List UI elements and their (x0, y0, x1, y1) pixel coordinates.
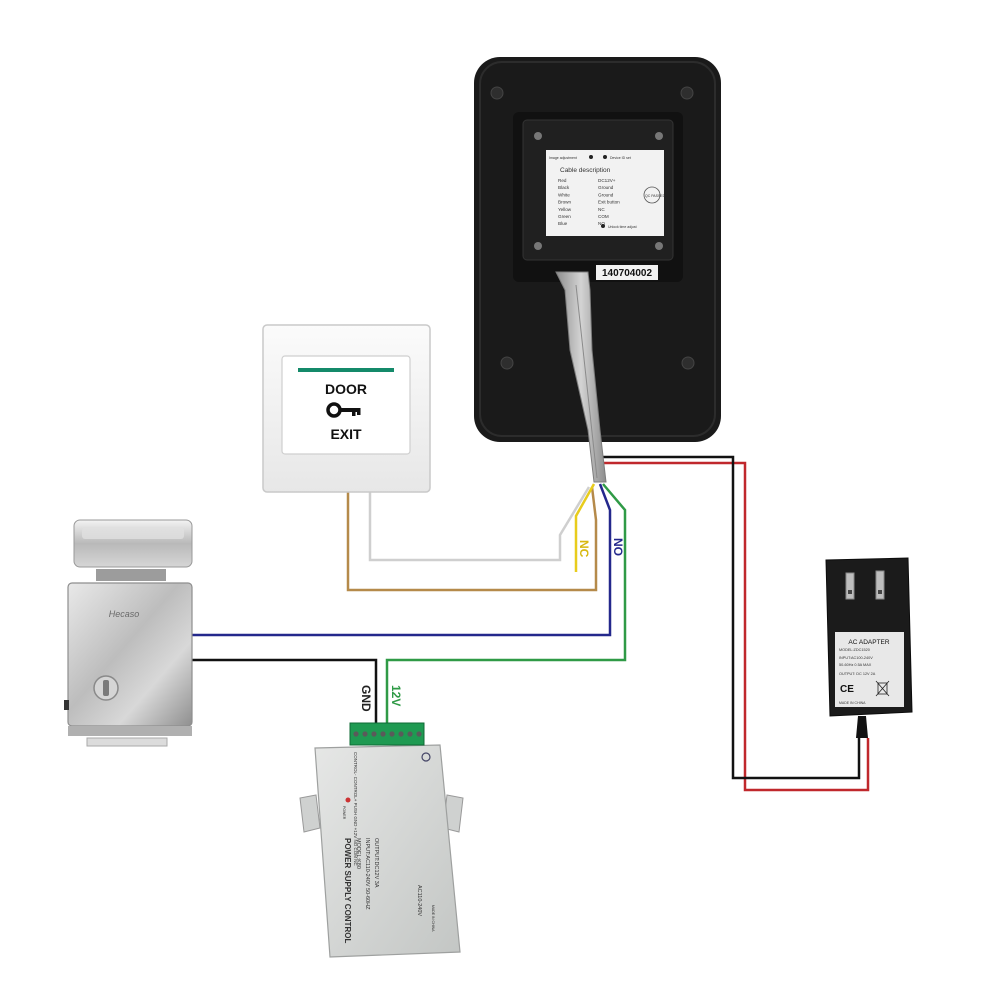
sticker-row-function: Exit button (598, 200, 620, 205)
sticker-row-function: NC (598, 207, 605, 212)
recycle-bin-icon (875, 680, 890, 697)
sticker-title: Cable description (560, 167, 611, 174)
psu-input: INPUT:AC110-240V 50-60HZ (364, 838, 370, 910)
cable-bundle (555, 271, 607, 483)
adapter-title: AC ADAPTER (848, 639, 889, 646)
wire-black (603, 455, 861, 780)
sticker-row-color: Red (558, 178, 567, 183)
power-supply: CONTROL- CONTROL+ PUSH GND +12V NO COM N… (299, 722, 464, 958)
wire-red (603, 461, 870, 792)
screw-hole (490, 86, 504, 100)
psu-logo-icon (421, 752, 431, 762)
wire-blue-no (190, 483, 612, 637)
psu-title: POWER SUPPLY CONTROL (343, 838, 352, 943)
sticker-row-color: Green (558, 214, 571, 219)
cable-description-sticker: Image adjustment Device ID set Cable des… (546, 150, 666, 236)
sticker-row-function: Ground (598, 185, 614, 190)
ac-adapter: AC ADAPTER MODEL:ZDC1520 INPUT:AC100-240… (825, 557, 913, 738)
sticker-row-function: Ground (598, 192, 614, 197)
psu-power-led: POWER (342, 806, 346, 820)
power-led-icon (345, 797, 351, 803)
label-nc: NC (577, 540, 591, 558)
wire-white (368, 486, 591, 562)
sticker-row-color: Black (558, 185, 570, 190)
wire-green (385, 483, 627, 725)
exit-button-door-label: DOOR (325, 381, 367, 397)
keypad-unit: Image adjustment Device ID set Cable des… (474, 57, 721, 483)
key-icon (326, 402, 361, 418)
psu-terminals: CONTROL- CONTROL+ PUSH GND +12V NO COM N… (353, 752, 358, 867)
psu-model: MODEL:K80 (355, 838, 361, 869)
psu-side-voltage: AC110-240V (416, 885, 422, 916)
psu-output: OUTPUT:DC12V 3A (373, 838, 379, 888)
serial-number: 140704002 (602, 268, 652, 279)
adapter-freq: 50-60Hz 0.5A MAX (839, 663, 872, 667)
label-gnd: GND (359, 685, 373, 712)
sticker-row-function: NO (598, 221, 605, 226)
terminal-block (349, 722, 425, 746)
exit-button-exit-label: EXIT (330, 426, 362, 442)
screw-hole (681, 356, 695, 370)
wire-black-gnd (190, 658, 378, 725)
sticker-row-color: Yellow (558, 207, 572, 212)
wire-yellow-nc (574, 483, 596, 572)
sticker-qc: QC PASSED (645, 194, 666, 198)
sticker-row-function: COM (598, 214, 609, 219)
label-no: NO (611, 538, 625, 556)
lock-brand: Hecaso (109, 609, 140, 619)
sticker-row-color: Brown (558, 200, 571, 205)
wire-brown (346, 486, 598, 592)
sticker-footer: Unlock time adjust (608, 225, 637, 229)
screw-hole (680, 86, 694, 100)
electric-lock: Hecaso (64, 519, 193, 747)
psu-made: MADE IN CHINA (431, 905, 435, 932)
sticker-header-right: Device ID set (610, 156, 631, 160)
adapter-made: MADE IN CHINA (839, 701, 866, 705)
sticker-row-color: White (558, 192, 570, 197)
sticker-row-color: Blue (558, 221, 568, 226)
sticker-row-function: DC12V+ (598, 178, 616, 183)
adapter-input: INPUT:AC100-240V (839, 656, 873, 660)
screw-hole (500, 356, 514, 370)
label-12v: 12V (389, 685, 403, 706)
adapter-model: MODEL:ZDC1520 (839, 648, 870, 652)
sticker-header-left: Image adjustment (549, 156, 577, 160)
adapter-output: OUTPUT: DC 12V 2A (839, 672, 876, 676)
adapter-ce: CE (840, 684, 854, 695)
exit-button: DOOR EXIT (262, 324, 431, 493)
wires (190, 455, 870, 792)
